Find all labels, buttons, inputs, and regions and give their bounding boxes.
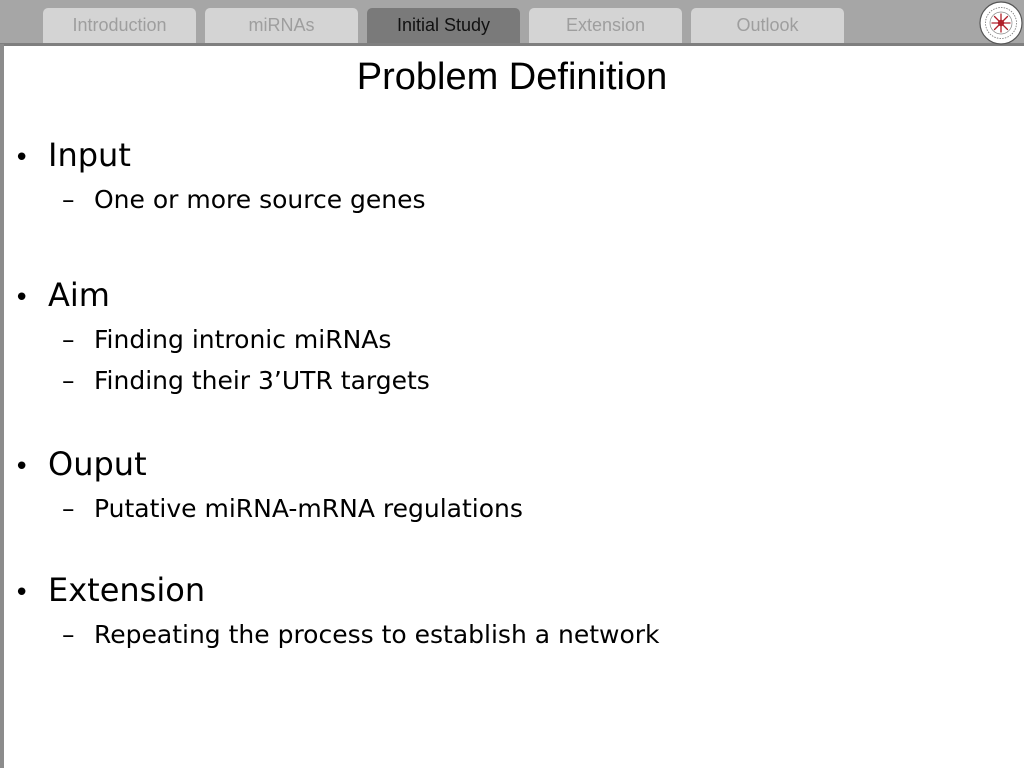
list-item: – Finding their 3’UTR targets bbox=[14, 360, 1004, 401]
tab-extension[interactable]: Extension bbox=[529, 8, 682, 43]
tab-outlook[interactable]: Outlook bbox=[691, 8, 844, 43]
tab-introduction[interactable]: Introduction bbox=[43, 8, 196, 43]
list-item-text: Finding intronic miRNAs bbox=[94, 325, 392, 354]
list-item-text: Repeating the process to establish a net… bbox=[94, 620, 660, 649]
bullet-icon: • bbox=[14, 143, 30, 173]
list-item: – Putative miRNA-mRNA regulations bbox=[14, 488, 1004, 529]
university-seal-icon bbox=[979, 1, 1023, 45]
section-heading: Aim bbox=[48, 276, 110, 314]
list-item: – Finding intronic miRNAs bbox=[14, 319, 1004, 360]
dash-icon: – bbox=[62, 620, 75, 649]
section-extension: • Extension – Repeating the process to e… bbox=[14, 569, 1004, 655]
section-aim: • Aim – Finding intronic miRNAs – Findin… bbox=[14, 274, 1004, 401]
slide-title: Problem Definition bbox=[356, 56, 668, 98]
dash-icon: – bbox=[62, 366, 75, 395]
list-item-text: One or more source genes bbox=[94, 185, 426, 214]
navigation-bar-divider bbox=[0, 43, 1024, 46]
section-tabs: Introduction miRNAs Initial Study Extens… bbox=[43, 8, 844, 43]
section-heading: Input bbox=[48, 136, 131, 174]
dash-icon: – bbox=[62, 185, 75, 214]
slide-left-border bbox=[0, 44, 4, 768]
section-input: • Input – One or more source genes bbox=[14, 134, 1004, 220]
list-item-text: Putative miRNA-mRNA regulations bbox=[94, 494, 523, 523]
slide-content: • Input – One or more source genes • Aim… bbox=[14, 134, 1004, 655]
bullet-icon: • bbox=[14, 578, 30, 608]
tab-mirnas[interactable]: miRNAs bbox=[205, 8, 358, 43]
list-item: – One or more source genes bbox=[14, 179, 1004, 220]
bullet-icon: • bbox=[14, 452, 30, 482]
section-heading: Ouput bbox=[48, 445, 147, 483]
list-item-text: Finding their 3’UTR targets bbox=[94, 366, 430, 395]
section-heading: Extension bbox=[48, 571, 206, 609]
tab-initial-study[interactable]: Initial Study bbox=[367, 8, 520, 43]
dash-icon: – bbox=[62, 494, 75, 523]
dash-icon: – bbox=[62, 325, 75, 354]
section-output: • Ouput – Putative miRNA-mRNA regulation… bbox=[14, 443, 1004, 529]
bullet-icon: • bbox=[14, 283, 30, 313]
list-item: – Repeating the process to establish a n… bbox=[14, 614, 1004, 655]
